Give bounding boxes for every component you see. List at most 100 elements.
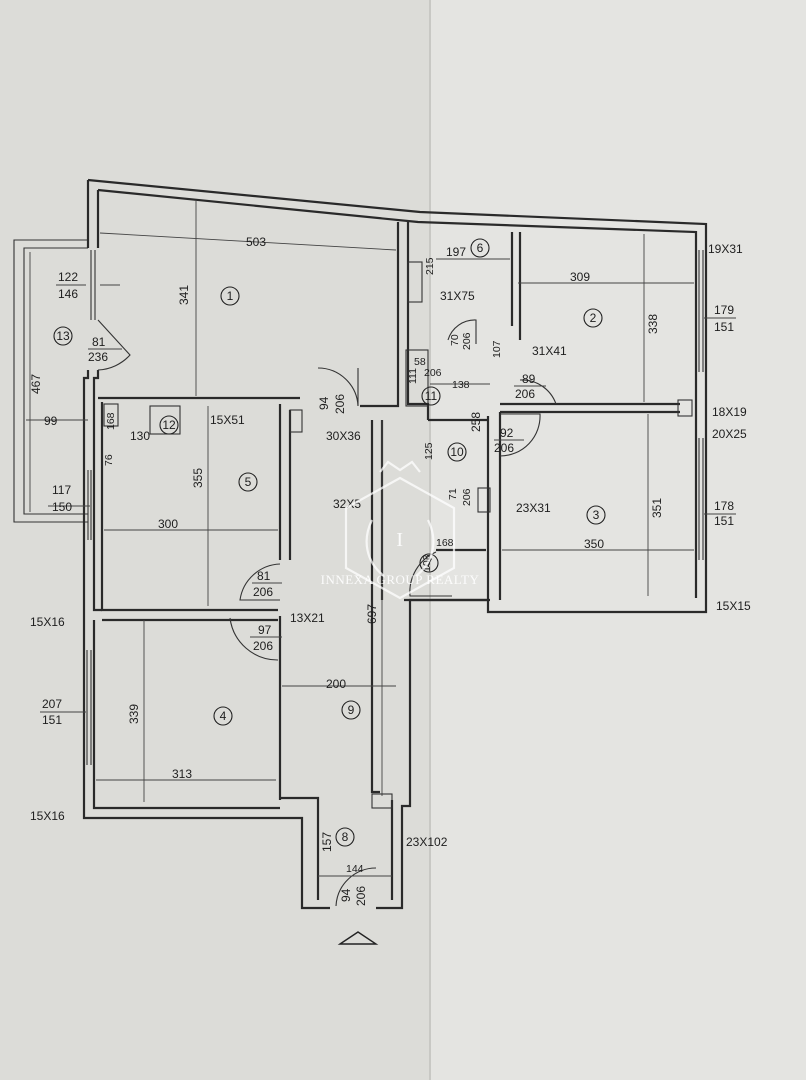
window-3-height: 151 xyxy=(714,320,734,334)
room-12-number: 12 xyxy=(162,418,176,432)
door-5-width: 92 xyxy=(500,426,514,440)
dim-r2-width: 309 xyxy=(570,270,590,284)
section-31x75: 31X75 xyxy=(440,289,475,303)
window-5-height: 151 xyxy=(42,713,62,727)
watermark-monogram: I xyxy=(396,529,403,551)
dim-r11-c: 138 xyxy=(452,379,470,391)
dim-r9-height: 697 xyxy=(365,604,379,624)
window-2-height: 150 xyxy=(52,500,72,514)
section-20x25: 20X25 xyxy=(712,427,747,441)
dim-r11-a: 58 xyxy=(414,356,426,368)
interior-walls xyxy=(98,222,680,800)
window-1-height: 146 xyxy=(58,287,78,301)
watermark-logo: I INNEXA GROUP REALTY xyxy=(321,460,480,600)
room-10-number: 10 xyxy=(450,445,464,459)
section-15x16-upper: 15X16 xyxy=(30,615,65,629)
dim-r3-width: 350 xyxy=(584,537,604,551)
dim-r12-width: 130 xyxy=(130,429,150,443)
section-23x31: 23X31 xyxy=(516,501,551,515)
door-6-width: 81 xyxy=(257,569,271,583)
door-4-width: 89 xyxy=(522,372,536,386)
room-labels: 1 2 3 4 5 6 7 8 9 10 11 12 13 xyxy=(53,238,606,847)
door-5-height: 206 xyxy=(494,441,514,455)
window-4-height: 151 xyxy=(714,514,734,528)
dim-r1-height: 341 xyxy=(177,285,191,305)
dim-r11-height: 111 xyxy=(407,368,419,384)
window-3-width: 179 xyxy=(714,303,734,317)
paper-left-half xyxy=(0,0,430,1080)
door-8-width: 71 xyxy=(447,488,459,500)
dim-r5-width: 300 xyxy=(158,517,178,531)
door-4-height: 206 xyxy=(515,387,535,401)
dim-r2-height: 338 xyxy=(646,314,660,334)
dim-r11-b: 206 xyxy=(424,367,442,379)
balcony-outline xyxy=(13,239,88,523)
section-18x19: 18X19 xyxy=(712,405,747,419)
dim-r8-height: 157 xyxy=(320,832,334,852)
window-dimensions: 122 146 117 150 179 151 178 151 207 151 xyxy=(42,270,734,727)
room-8-number: 8 xyxy=(342,830,349,844)
room-13-number: 13 xyxy=(56,329,70,343)
door-3-width: 70 xyxy=(449,334,461,346)
section-32x5: 32X5 xyxy=(333,497,361,511)
room-4-number: 4 xyxy=(220,709,227,723)
room-6-number: 6 xyxy=(477,241,484,255)
windows xyxy=(86,250,704,765)
dim-r10-upper: 125 xyxy=(423,442,435,460)
dim-r12-b: 76 xyxy=(103,454,115,466)
window-4-width: 178 xyxy=(714,499,734,513)
small-closets xyxy=(103,261,693,809)
room-9-number: 9 xyxy=(348,703,355,717)
dim-r13-width: 99 xyxy=(44,414,58,428)
dim-r4-height: 339 xyxy=(127,704,141,724)
dim-r1-width: 503 xyxy=(246,235,266,249)
door-1-width: 81 xyxy=(92,335,106,349)
entrance-arrow-icon xyxy=(337,931,379,945)
dim-r12-a: 168 xyxy=(105,412,117,430)
room-7-number: 7 xyxy=(426,556,433,570)
door-2-width: 94 xyxy=(317,396,331,410)
dim-r6-width: 197 xyxy=(446,245,466,259)
dim-r9-width: 200 xyxy=(326,677,346,691)
room-5-number: 5 xyxy=(245,475,252,489)
room-dimensions: 503 341 309 338 350 351 313 339 300 355 … xyxy=(29,235,664,875)
room-11-number: 11 xyxy=(425,389,438,403)
door-9-width: 94 xyxy=(339,888,353,902)
section-31x41: 31X41 xyxy=(532,344,567,358)
dim-r10-height: 258 xyxy=(469,412,483,432)
door-8-height: 206 xyxy=(461,488,473,506)
window-2-width: 117 xyxy=(52,483,71,497)
section-15x15: 15X15 xyxy=(716,599,751,613)
section-15x16-lower: 15X16 xyxy=(30,809,65,823)
dim-r6-height: 215 xyxy=(424,257,436,275)
door-7-width: 97 xyxy=(258,623,272,637)
section-19x31: 19X31 xyxy=(708,242,743,256)
window-1-width: 122 xyxy=(58,270,78,284)
room-3-number: 3 xyxy=(593,508,600,522)
room-2-number: 2 xyxy=(590,311,597,325)
door-9-height: 206 xyxy=(354,886,368,906)
dim-r8-width: 144 xyxy=(346,863,364,875)
dim-107: 107 xyxy=(491,340,503,358)
door-7-height: 206 xyxy=(253,639,273,653)
door-6-height: 206 xyxy=(253,585,273,599)
door-2-height: 206 xyxy=(333,394,347,414)
dim-r4-width: 313 xyxy=(172,767,192,781)
dim-r3-height: 351 xyxy=(650,498,664,518)
dim-r5-height: 355 xyxy=(191,468,205,488)
door-3-height: 206 xyxy=(461,332,473,350)
dim-r13-height: 467 xyxy=(29,374,43,394)
door-1-height: 236 xyxy=(88,350,108,364)
section-23x102: 23X102 xyxy=(406,835,448,849)
dimension-lines xyxy=(26,200,736,877)
section-labels: 19X31 31X75 31X41 18X19 20X25 15X51 30X3… xyxy=(30,242,751,849)
room-1-number: 1 xyxy=(227,289,234,303)
watermark-brand: INNEXA GROUP REALTY xyxy=(321,572,480,587)
door-dimensions: 81 236 94 206 70 206 89 206 92 206 81 20… xyxy=(88,332,546,906)
door-swings xyxy=(97,319,557,907)
section-13x21: 13X21 xyxy=(290,611,325,625)
dim-r7-a: 168 xyxy=(436,537,454,549)
window-5-width: 207 xyxy=(42,697,62,711)
